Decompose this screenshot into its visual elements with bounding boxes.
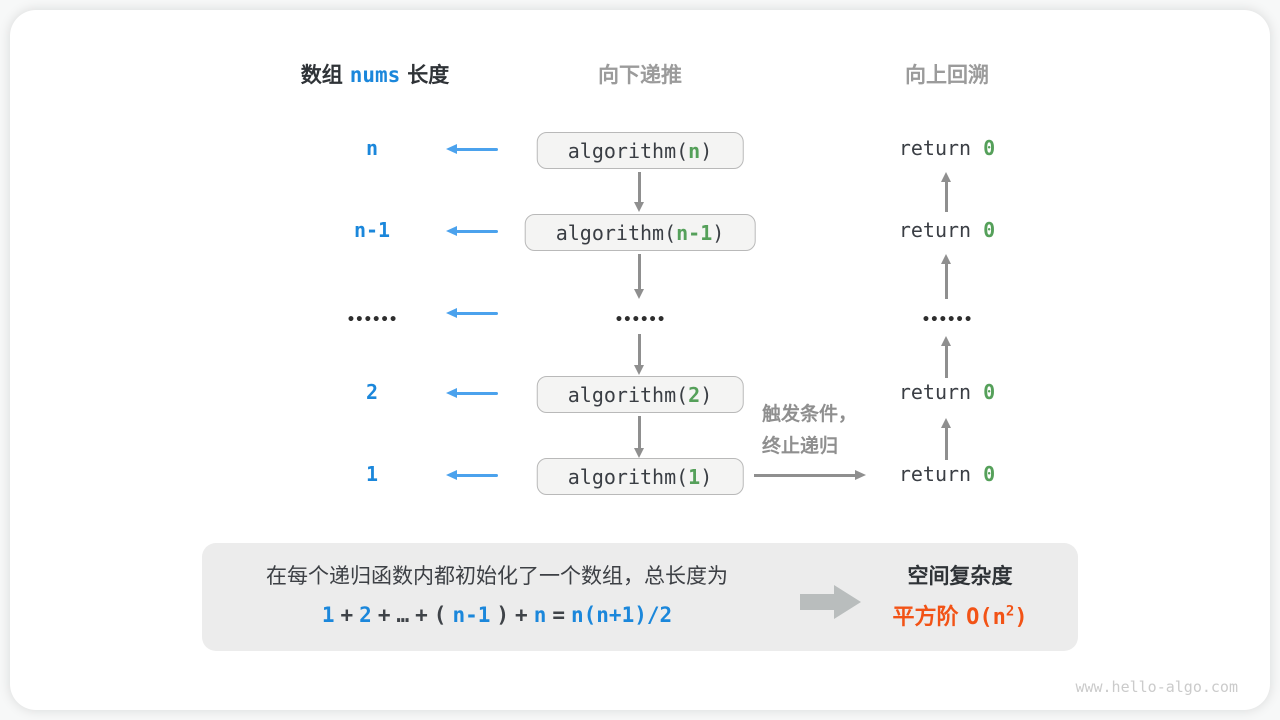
call-close: ) <box>700 382 713 407</box>
formula-operator: + <box>415 603 428 627</box>
summary-formula: 1+2+…+(n-1)+n=n(n+1)/2 <box>227 603 767 627</box>
formula-term: n <box>533 603 547 627</box>
length-label-1: 1 <box>365 462 379 486</box>
call-box-algorithm-2: algorithm(2) <box>536 376 744 413</box>
call-box-algorithm-n: algorithm(n) <box>536 132 744 169</box>
column-header-backtrack-up: 向上回溯 <box>905 63 989 87</box>
ellipsis-left: •••••• <box>346 312 398 328</box>
exponent: 2 <box>1005 603 1015 620</box>
return-keyword: return <box>898 218 984 242</box>
return-keyword: return <box>898 462 984 486</box>
call-arg: n <box>688 138 701 163</box>
up-arrow-icon <box>941 254 951 299</box>
call-box-algorithm-n-1: algorithm(n-1) <box>524 214 756 251</box>
complexity-order: 平方阶 O(n2) <box>870 599 1050 631</box>
summary-panel: 在每个递归函数内都初始化了一个数组，总长度为 1+2+…+(n-1)+n=n(n… <box>202 543 1078 651</box>
array-label-prefix: 数组 <box>300 63 343 87</box>
return-statement: return 0 <box>899 218 995 242</box>
return-value: 0 <box>983 136 996 160</box>
formula-term: n-1 <box>452 603 491 627</box>
termination-line1: 触发条件， <box>762 403 858 425</box>
call-close: ) <box>712 220 725 245</box>
call-arg: n-1 <box>676 220 713 245</box>
call-arg: 1 <box>688 464 701 489</box>
formula-result: n(n+1)/2 <box>571 603 673 627</box>
call-box-algorithm-1: algorithm(1) <box>536 458 744 495</box>
formula-operator: + <box>377 603 391 627</box>
left-arrow-icon <box>446 470 498 480</box>
formula-paren: ) <box>496 603 510 627</box>
formula-paren: ( <box>433 603 447 627</box>
return-keyword: return <box>898 136 984 160</box>
left-arrow-icon <box>446 226 498 236</box>
formula-term: 1 <box>321 603 335 627</box>
formula-operator: + <box>340 603 354 627</box>
left-arrow-icon <box>446 144 498 154</box>
length-label-n: n <box>365 136 379 160</box>
formula-term: 2 <box>359 603 372 627</box>
call-open: algorithm( <box>567 138 689 163</box>
up-arrow-icon <box>941 336 951 378</box>
big-o-notation: O(n2) <box>966 603 1028 630</box>
down-arrow-icon <box>634 172 644 212</box>
array-label-suffix: 长度 <box>407 63 450 87</box>
call-close: ) <box>700 138 713 163</box>
formula-equals: = <box>552 603 565 627</box>
down-arrow-icon <box>634 416 644 458</box>
termination-annotation: 触发条件， 终止递归 <box>762 398 857 462</box>
order-label: 平方阶 <box>892 605 959 630</box>
return-value: 0 <box>983 380 996 404</box>
formula-operator: + <box>515 603 528 627</box>
return-statement: return 0 <box>899 136 995 160</box>
call-open: algorithm( <box>567 382 689 407</box>
column-header-recurse-down: 向下递推 <box>598 63 682 87</box>
summary-description: 在每个递归函数内都初始化了一个数组，总长度为 <box>266 564 728 588</box>
termination-line2: 终止递归 <box>762 435 839 457</box>
return-keyword: return <box>898 380 984 404</box>
watermark: www.hello-algo.com <box>1075 678 1238 696</box>
down-arrow-icon <box>634 254 644 299</box>
call-open: algorithm( <box>567 464 689 489</box>
array-code-nums: nums <box>349 63 401 87</box>
return-statement: return 0 <box>899 462 995 486</box>
block-arrow-right-icon <box>800 585 861 619</box>
call-open: algorithm( <box>555 220 677 245</box>
down-arrow-icon <box>634 334 644 375</box>
formula-ellipsis: … <box>396 603 410 627</box>
length-label-n-1: n-1 <box>353 218 391 242</box>
up-arrow-icon <box>941 172 951 212</box>
left-arrow-icon <box>446 308 498 318</box>
call-close: ) <box>700 464 713 489</box>
length-label-2: 2 <box>365 380 379 404</box>
call-arg: 2 <box>688 382 701 407</box>
return-value: 0 <box>983 218 996 242</box>
base-case-arrow-icon <box>754 470 866 480</box>
return-statement: return 0 <box>899 380 995 404</box>
up-arrow-icon <box>941 418 951 460</box>
ellipsis-middle: •••••• <box>614 312 666 328</box>
left-arrow-icon <box>446 388 498 398</box>
ellipsis-right: •••••• <box>921 312 973 328</box>
return-value: 0 <box>983 462 996 486</box>
space-complexity-title: 空间复杂度 <box>907 564 1013 588</box>
